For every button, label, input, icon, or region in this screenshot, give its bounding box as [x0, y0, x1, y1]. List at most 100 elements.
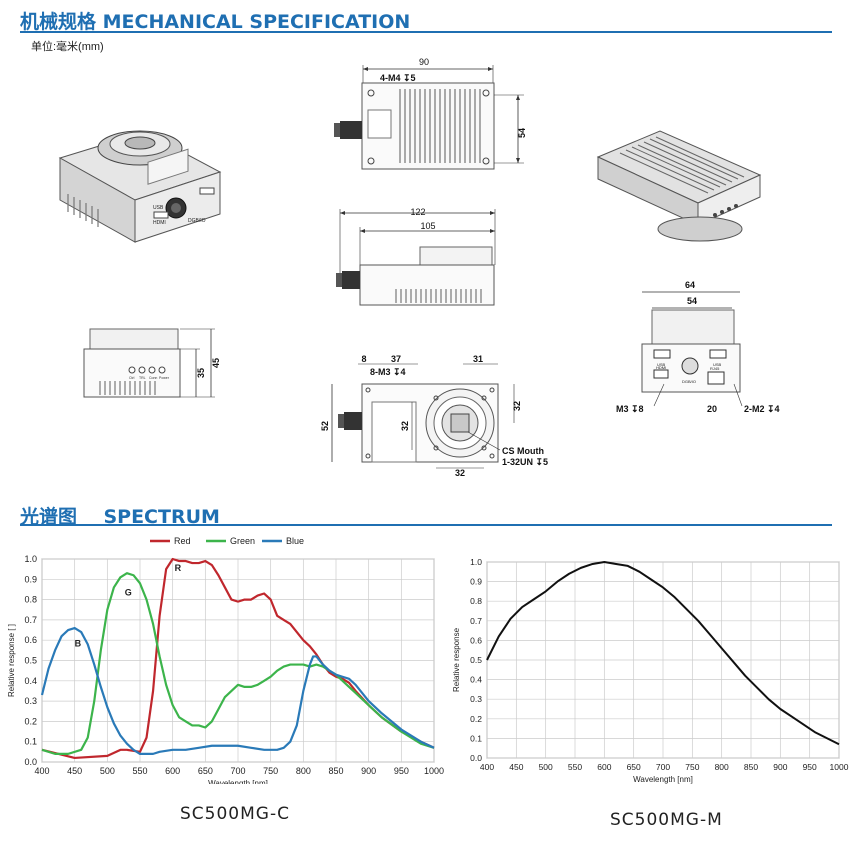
- dim-lens-32a: 32: [400, 421, 410, 431]
- dim-lens-31: 31: [473, 354, 483, 364]
- x-tick-label: 450: [67, 766, 82, 776]
- dim-back-m3: M3 ↧8: [616, 404, 644, 414]
- mech-title-rule: [20, 31, 832, 33]
- x-tick-label: 500: [539, 762, 553, 772]
- y-tick-label: 0.9: [470, 577, 482, 587]
- y-axis-label: Relative response [ ]: [7, 624, 16, 697]
- x-tick-label: 950: [394, 766, 409, 776]
- dim-side-105: 105: [420, 221, 435, 231]
- dim-front-35: 35: [196, 368, 206, 378]
- dim-back-m2: 2-M2 ↧4: [744, 404, 780, 414]
- dim-lens-holes: 8-M3 ↧4: [370, 367, 406, 377]
- x-tick-label: 400: [480, 762, 494, 772]
- x-tick-label: 1000: [830, 762, 849, 772]
- caption-mono: SC500MG-M: [610, 810, 723, 830]
- x-tick-label: 550: [132, 766, 147, 776]
- x-tick-label: 500: [100, 766, 115, 776]
- y-tick-label: 0.5: [24, 656, 37, 666]
- iso-dgio-label: DGB/IO: [188, 218, 206, 224]
- series-line-response: [486, 561, 840, 746]
- front-view: Ctrl TRL Conn Power 35 45: [83, 328, 221, 398]
- back-hdmi-label: HDMI: [656, 365, 666, 370]
- x-tick-label: 900: [773, 762, 787, 772]
- caption-color: SC500MG-C: [180, 804, 290, 824]
- y-tick-label: 0.9: [24, 574, 37, 584]
- x-tick-label: 1000: [424, 766, 444, 776]
- y-tick-label: 0.7: [24, 615, 37, 625]
- x-axis-label: Wavelength [nm]: [208, 779, 268, 784]
- x-tick-label: 850: [744, 762, 758, 772]
- y-tick-label: 1.0: [470, 557, 482, 567]
- top-view: 90 4-M4 ↧5 54: [334, 57, 527, 170]
- y-tick-label: 0.0: [470, 753, 482, 763]
- x-tick-label: 900: [361, 766, 376, 776]
- legend-label-green: Green: [230, 536, 255, 546]
- x-tick-label: 750: [685, 762, 699, 772]
- dim-top-height: 54: [517, 128, 527, 138]
- dim-front-45: 45: [211, 358, 221, 368]
- lens-view: 8 37 31 8-M3 ↧4 52 32 32 32 CS Mouth 1-3…: [320, 354, 548, 478]
- back-rj45-label: RJ45: [710, 366, 720, 371]
- x-tick-label: 800: [715, 762, 729, 772]
- iso-view-right: [596, 130, 762, 242]
- iso-hdmi-label: HDMI: [153, 220, 166, 226]
- y-tick-label: 0.6: [470, 635, 482, 645]
- x-tick-label: 650: [627, 762, 641, 772]
- iso-view-left: USB HDMI DGB/IO: [58, 130, 222, 243]
- dim-lens-8: 8: [361, 354, 366, 364]
- y-tick-label: 0.3: [470, 694, 482, 704]
- dim-lens-52: 52: [320, 421, 330, 431]
- spec-section-title: 光谱图 SPECTRUM: [20, 502, 220, 529]
- y-tick-label: 0.8: [24, 595, 37, 605]
- y-tick-label: 0.2: [470, 714, 482, 724]
- y-tick-label: 0.4: [24, 676, 37, 686]
- y-tick-label: 0.3: [24, 696, 37, 706]
- dim-side-122: 122: [410, 207, 425, 217]
- dim-top-width: 90: [419, 57, 429, 67]
- x-tick-label: 650: [198, 766, 213, 776]
- led-label-1: Ctrl: [129, 376, 135, 380]
- x-tick-label: 700: [230, 766, 245, 776]
- unit-label: 单位:毫米(mm): [31, 41, 104, 53]
- back-usb2-label: USB: [713, 362, 722, 367]
- x-tick-label: 700: [656, 762, 670, 772]
- series-line-blue: [40, 626, 435, 755]
- curve-letter-g: G: [125, 588, 132, 598]
- led-label-3: Conn: [149, 376, 157, 380]
- y-tick-label: 0.5: [470, 655, 482, 665]
- cs-thread-label: 1-32UN ↧5: [502, 457, 548, 467]
- back-view: 64 54 USB USB HDMI DGB/IO RJ45 M3 ↧8 20 …: [616, 280, 780, 414]
- x-tick-label: 750: [263, 766, 278, 776]
- x-axis-label: Wavelength [nm]: [633, 775, 693, 784]
- side-view: 122 105: [336, 207, 496, 306]
- dim-back-20: 20: [707, 404, 717, 414]
- curve-letter-r: R: [175, 563, 182, 573]
- led-label-4: Power: [159, 376, 170, 380]
- y-tick-label: 1.0: [24, 554, 37, 564]
- y-tick-label: 0.8: [470, 596, 482, 606]
- y-tick-label: 0.6: [24, 635, 37, 645]
- back-usb1-label: USB: [657, 362, 666, 367]
- led-label-2: TRL: [139, 376, 146, 380]
- x-tick-label: 400: [34, 766, 49, 776]
- x-tick-label: 800: [296, 766, 311, 776]
- y-tick-label: 0.1: [470, 733, 482, 743]
- legend-label-blue: Blue: [286, 536, 304, 546]
- y-tick-label: 0.4: [470, 675, 482, 685]
- y-axis-label: Relative response: [452, 627, 461, 692]
- y-tick-label: 0.7: [470, 616, 482, 626]
- y-tick-label: 0.2: [24, 716, 37, 726]
- back-dgio-label: DGB/IO: [682, 379, 696, 384]
- spec-title-text: 光谱图 SPECTRUM: [20, 506, 220, 528]
- cs-mouth-label: CS Mouth: [502, 446, 544, 456]
- x-tick-label: 550: [568, 762, 582, 772]
- dim-lens-37: 37: [391, 354, 401, 364]
- spec-title-rule: [20, 524, 832, 526]
- dim-lens-32c: 32: [455, 468, 465, 478]
- legend-label-red: Red: [174, 536, 191, 546]
- y-tick-label: 0.1: [24, 737, 37, 747]
- dim-top-holes: 4-M4 ↧5: [380, 73, 416, 83]
- iso-usb-label: USB: [153, 205, 164, 211]
